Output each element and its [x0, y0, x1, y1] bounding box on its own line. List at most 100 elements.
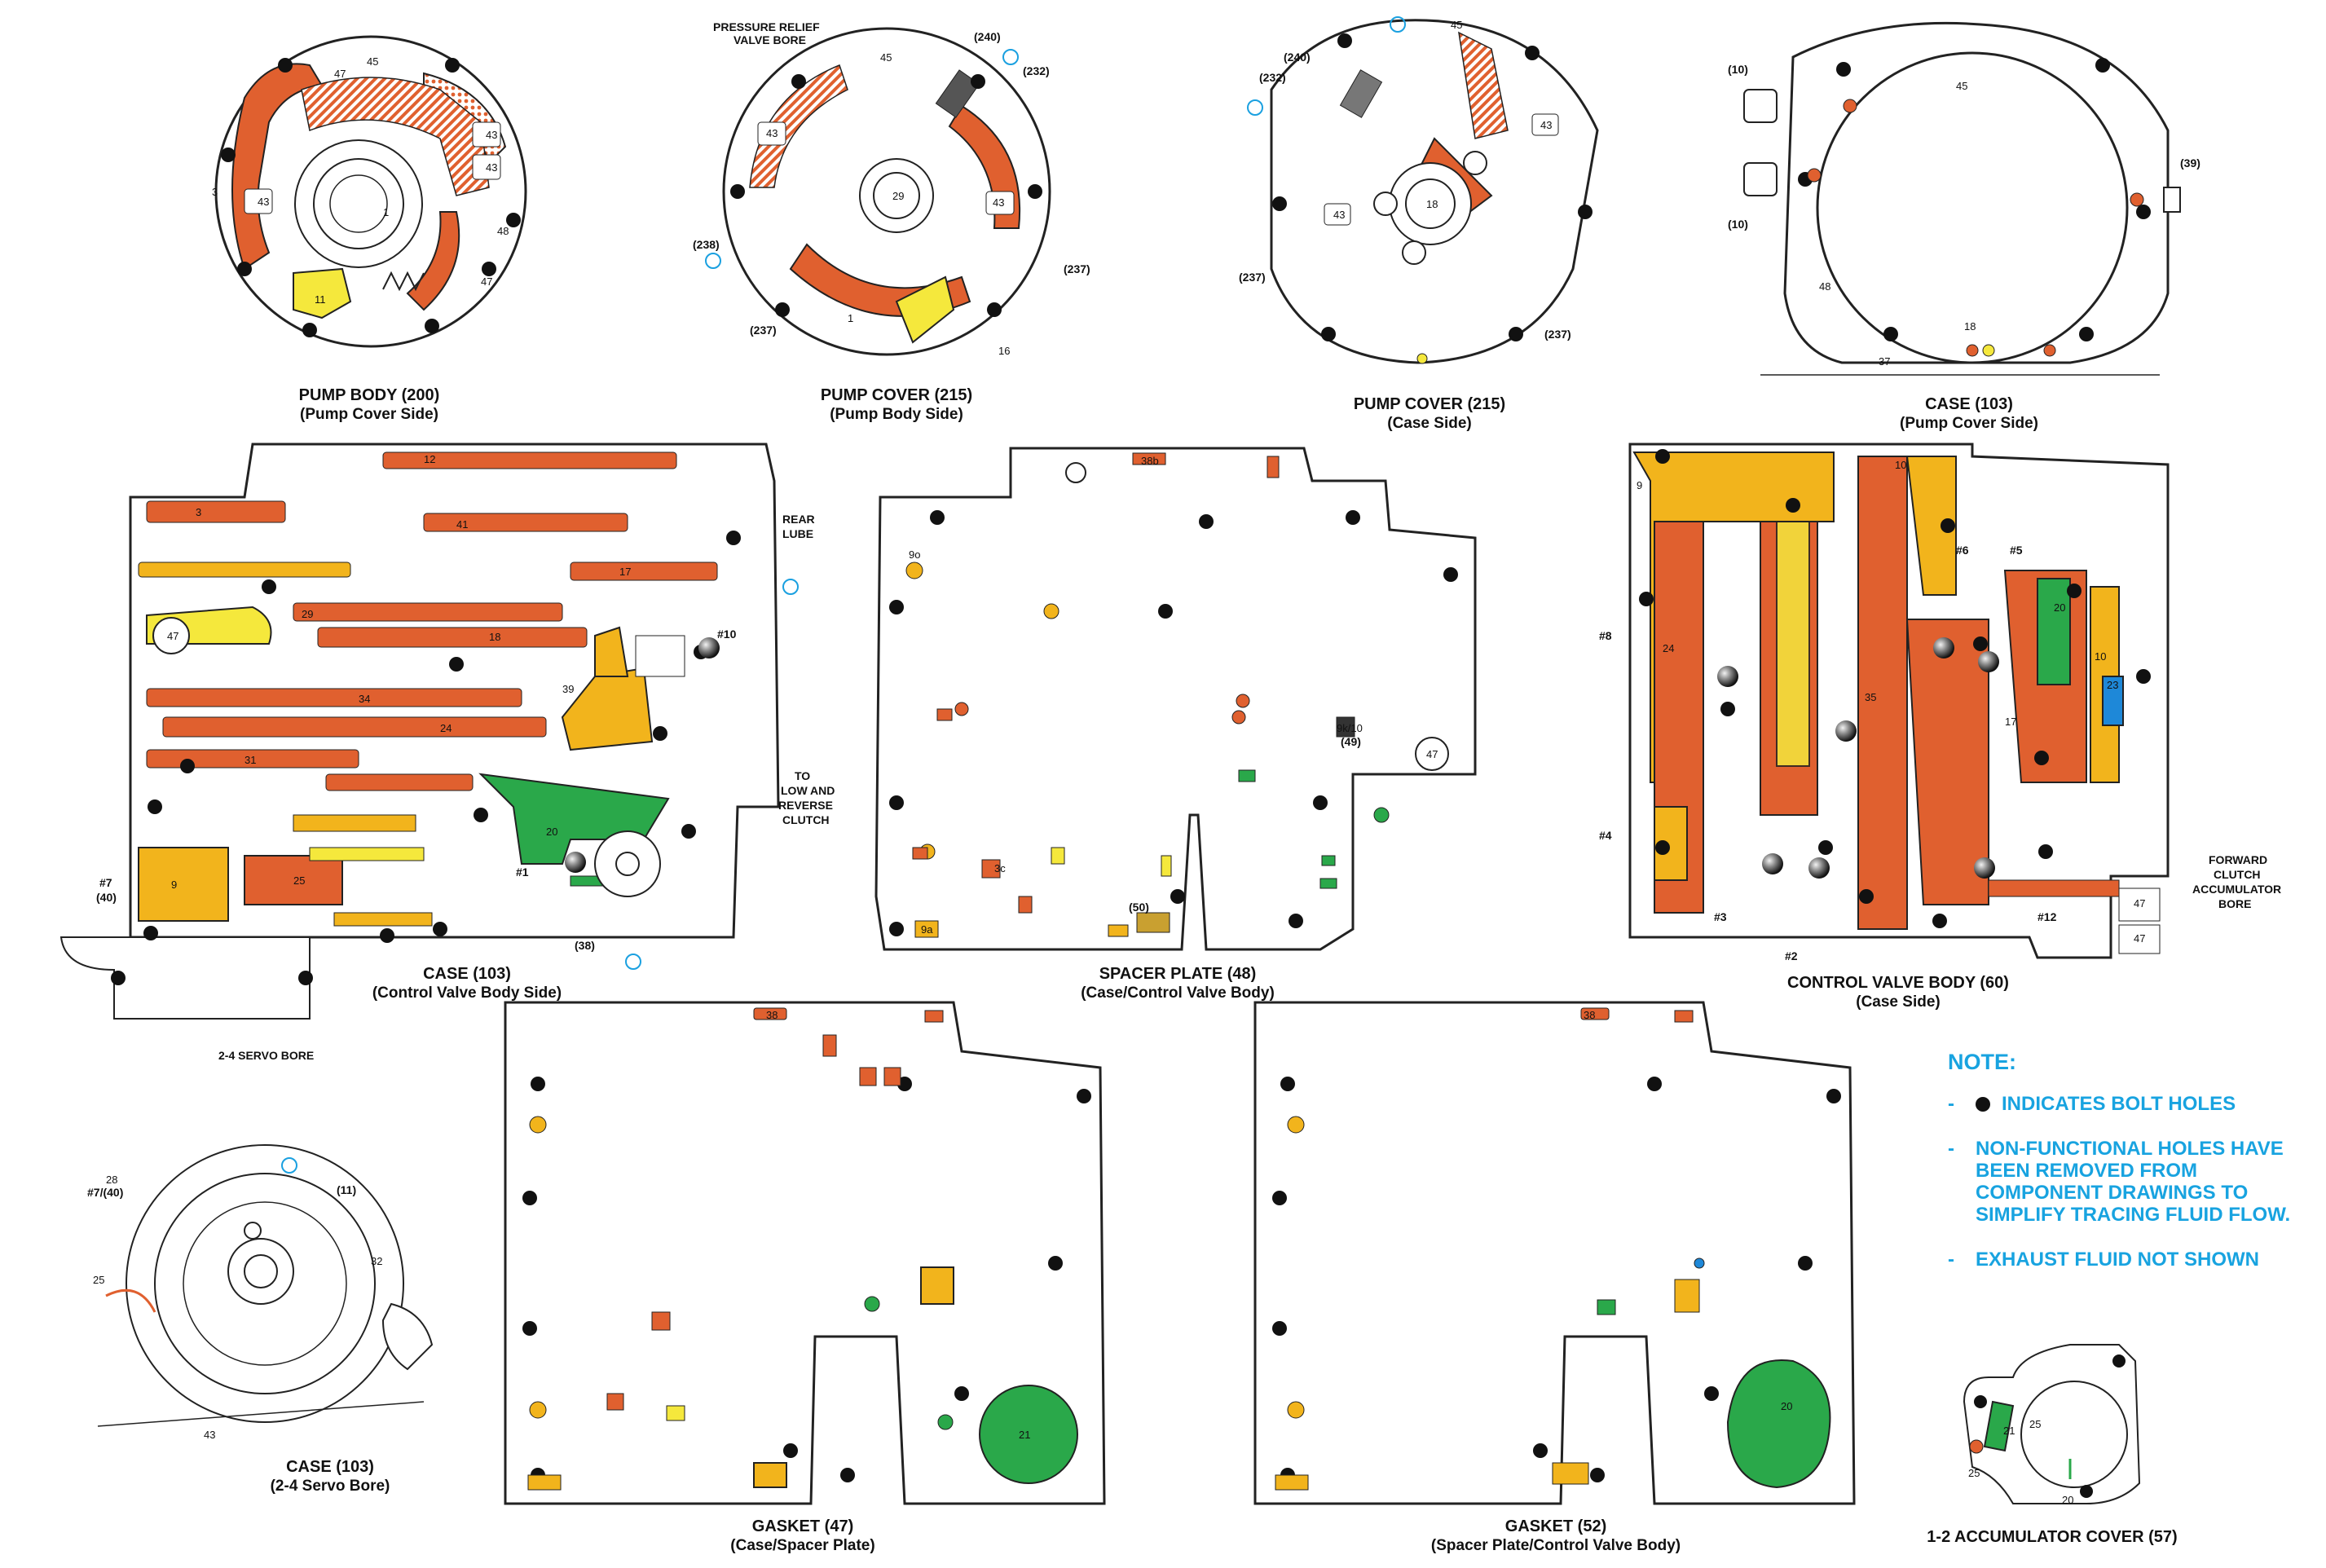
- svg-text:24: 24: [440, 722, 452, 734]
- forward-label: FORWARD: [2209, 853, 2267, 866]
- reverse-label: REVERSE: [778, 799, 833, 812]
- svg-text:48: 48: [1819, 280, 1830, 293]
- svg-text:43: 43: [1333, 209, 1345, 221]
- gasket47-subtitle: (Case/Spacer Plate): [730, 1537, 874, 1554]
- gasket47-title: GASKET (47): [752, 1517, 853, 1535]
- label-237b: (237): [1064, 262, 1090, 275]
- svg-text:25: 25: [2029, 1418, 2041, 1430]
- svg-text:18: 18: [489, 631, 500, 643]
- svg-text:11: 11: [315, 293, 326, 306]
- note-dash: -: [1948, 1093, 1954, 1115]
- svg-text:23: 23: [2107, 679, 2118, 691]
- svg-text:16: 16: [998, 345, 1010, 357]
- svg-text:34: 34: [359, 693, 370, 705]
- svg-text:43: 43: [766, 127, 778, 139]
- svg-text:47: 47: [167, 630, 178, 642]
- ball-2-label: #2: [1785, 949, 1798, 962]
- case-valve-title: CASE (103): [423, 965, 511, 983]
- svg-text:9: 9: [171, 879, 177, 891]
- note-dash: -: [1948, 1138, 1954, 1160]
- svg-text:38b: 38b: [1141, 455, 1159, 467]
- svg-text:1: 1: [848, 312, 853, 324]
- note-item-text: INDICATES BOLT HOLES: [2002, 1093, 2236, 1115]
- label-240: (240): [974, 30, 1001, 43]
- svg-text:32: 32: [371, 1255, 382, 1267]
- svg-text:37: 37: [1879, 355, 1890, 368]
- pressure-relief-label: PRESSURE RELIEF: [713, 20, 820, 33]
- pump-cover-body-subtitle: (Pump Body Side): [830, 406, 963, 423]
- label-240b: (240): [1284, 51, 1311, 64]
- svg-text:18: 18: [1426, 198, 1438, 210]
- ball-7-label: #7: [99, 876, 112, 889]
- svg-text:3: 3: [196, 506, 201, 518]
- svg-text:43: 43: [204, 1429, 215, 1441]
- svg-text:25: 25: [293, 874, 305, 887]
- case-servo-title: CASE (103): [286, 1458, 374, 1476]
- svg-text:45: 45: [1451, 19, 1462, 31]
- svg-text:9: 9: [1637, 479, 1642, 491]
- clutch-label: CLUTCH: [782, 813, 830, 826]
- svg-text:45: 45: [880, 51, 892, 64]
- svg-text:3c: 3c: [994, 862, 1006, 874]
- label-49: (49): [1341, 735, 1361, 748]
- svg-text:45: 45: [1956, 80, 1967, 92]
- svg-text:28: 28: [106, 1174, 117, 1186]
- svg-text:24: 24: [1663, 642, 1674, 654]
- label-10b: (10): [1728, 218, 1748, 231]
- ball-7-sub-label: (40): [96, 891, 117, 904]
- label-237a: (237): [750, 324, 777, 337]
- label-38: (38): [575, 939, 595, 952]
- svg-text:12: 12: [424, 453, 435, 465]
- note-item-text: EXHAUST FLUID NOT SHOWN: [1976, 1249, 2259, 1271]
- pump-cover-case-subtitle: (Case Side): [1387, 415, 1471, 432]
- svg-text:29: 29: [892, 190, 904, 202]
- case-servo-subtitle: (2-4 Servo Bore): [271, 1478, 390, 1495]
- servo-bore-label: 2-4 SERVO BORE: [218, 1049, 314, 1062]
- svg-text:18: 18: [1964, 320, 1976, 333]
- servo-11-label: (11): [337, 1183, 356, 1196]
- gasket52-subtitle: (Spacer Plate/Control Valve Body): [1431, 1537, 1681, 1554]
- svg-text:47: 47: [2134, 932, 2145, 945]
- rear-label: REAR: [782, 513, 815, 526]
- pump-cover-body-title: PUMP COVER (215): [821, 386, 972, 404]
- case-pump-title: CASE (103): [1925, 395, 2013, 413]
- svg-text:3: 3: [212, 186, 218, 198]
- note-item-text: NON-FUNCTIONAL HOLES HAVE BEEN REMOVED F…: [1976, 1138, 2291, 1226]
- svg-text:47: 47: [481, 275, 492, 288]
- svg-text:47: 47: [1426, 748, 1438, 760]
- svg-text:43: 43: [486, 129, 497, 141]
- svg-text:17: 17: [619, 566, 631, 578]
- gasket52-title: GASKET (52): [1505, 1517, 1606, 1535]
- svg-text:41: 41: [456, 518, 468, 531]
- ball-8-label: #8: [1599, 629, 1612, 642]
- svg-text:9k/10: 9k/10: [1337, 722, 1363, 734]
- svg-text:1: 1: [383, 206, 389, 218]
- svg-text:20: 20: [1781, 1400, 1792, 1412]
- control-valve-subtitle: (Case Side): [1856, 993, 1940, 1011]
- svg-text:43: 43: [486, 161, 497, 174]
- svg-text:48: 48: [497, 225, 509, 237]
- svg-text:29: 29: [302, 608, 313, 620]
- ball-6-label: #6: [1956, 544, 1969, 557]
- pump-cover-case-side-drawing: 43 43 45 18: [1247, 16, 1599, 364]
- note-title: NOTE:: [1948, 1050, 2016, 1074]
- bore-label: BORE: [2218, 897, 2251, 910]
- ball-5-label: #5: [2010, 544, 2023, 557]
- svg-text:43: 43: [1540, 119, 1552, 131]
- svg-text:9o: 9o: [909, 548, 920, 561]
- svg-text:10: 10: [1895, 459, 1906, 471]
- pump-body-subtitle: (Pump Cover Side): [300, 406, 438, 423]
- servo-7-40-label: #7/(40): [87, 1186, 123, 1199]
- svg-text:38: 38: [1584, 1009, 1595, 1021]
- svg-text:10: 10: [2095, 650, 2106, 663]
- label-10a: (10): [1728, 63, 1748, 76]
- label-232b: (232): [1259, 71, 1286, 84]
- note-panel: NOTE: - INDICATES BOLT HOLES - NON-FUNCT…: [1948, 1050, 2315, 1293]
- note-item-nonfunctional: - NON-FUNCTIONAL HOLES HAVE BEEN REMOVED…: [1948, 1138, 2315, 1226]
